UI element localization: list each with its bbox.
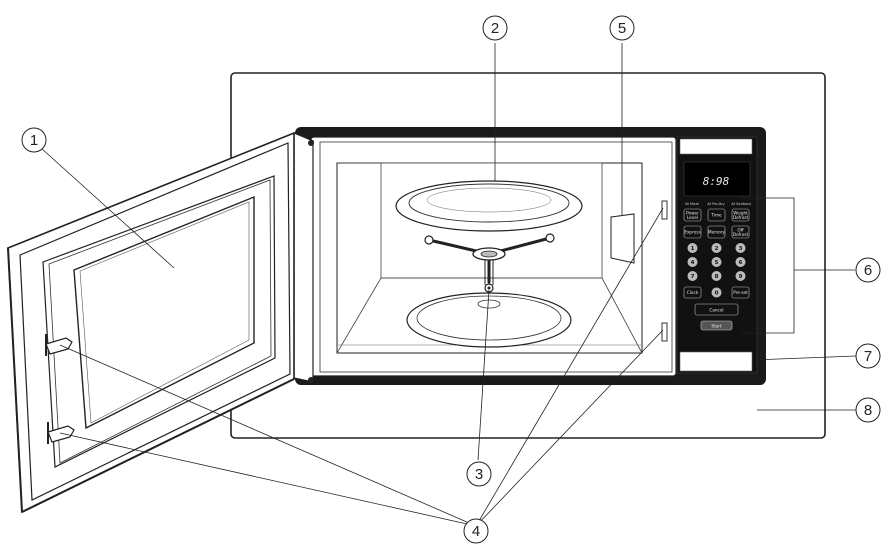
off-defrost-button[interactable]: Off Defrost	[731, 225, 750, 239]
open-door	[6, 131, 315, 514]
svg-text:0: 0	[715, 291, 719, 297]
svg-text:5: 5	[715, 260, 719, 266]
preset-button[interactable]: Pre-set	[731, 286, 750, 299]
leader-lines	[40, 43, 857, 527]
svg-text:9: 9	[739, 274, 743, 280]
callout-3: 3	[466, 461, 492, 487]
svg-text:Power: Power	[686, 211, 699, 216]
svg-text:Memory: Memory	[708, 230, 726, 235]
svg-text:Defrost: Defrost	[733, 215, 749, 220]
callout-6: 6	[855, 257, 881, 283]
svg-text:6: 6	[739, 260, 743, 266]
svg-text:4: 4	[691, 260, 695, 266]
glass-turntable	[395, 180, 583, 232]
svg-text:Pre-set: Pre-set	[733, 290, 748, 295]
svg-text:1: 1	[30, 132, 38, 149]
callout-2: 2	[482, 15, 508, 41]
callout-7: 7	[855, 343, 881, 369]
waveguide-cover	[610, 213, 635, 264]
svg-text:Clock: Clock	[687, 290, 699, 295]
start-button[interactable]: Start	[700, 320, 733, 331]
display-time: 8:98	[703, 175, 730, 188]
key-8[interactable]: 8	[711, 271, 722, 281]
key-9[interactable]: 9	[735, 271, 746, 281]
memory-button[interactable]: Memory	[707, 225, 726, 239]
svg-text:Cancel: Cancel	[709, 308, 723, 313]
mode-label-meat: At Meat	[685, 202, 699, 206]
svg-text:5: 5	[618, 20, 626, 37]
key-7[interactable]: 7	[687, 271, 698, 281]
svg-text:Start: Start	[711, 324, 722, 329]
svg-text:8: 8	[715, 274, 719, 280]
callout-4: 4	[463, 518, 489, 544]
svg-text:3: 3	[739, 246, 743, 252]
key-4[interactable]: 4	[687, 257, 698, 267]
callout-1: 1	[21, 127, 47, 153]
svg-text:3: 3	[475, 466, 483, 483]
svg-text:Time: Time	[710, 213, 722, 218]
svg-text:2: 2	[715, 246, 719, 252]
svg-text:8: 8	[864, 402, 872, 419]
svg-text:2: 2	[491, 20, 499, 37]
mode-label-poultry: At Poultry	[707, 202, 725, 206]
key-6[interactable]: 6	[735, 257, 746, 267]
svg-text:4: 4	[472, 523, 480, 540]
door-latch-lower	[47, 422, 75, 444]
key-5[interactable]: 5	[711, 257, 722, 267]
key-1[interactable]: 1	[687, 243, 698, 253]
svg-text:Off: Off	[737, 228, 743, 233]
svg-text:7: 7	[691, 274, 695, 280]
door-latch-upper	[45, 334, 73, 356]
svg-text:6: 6	[864, 262, 872, 279]
weight-defrost-button[interactable]: Weight Defrost	[731, 208, 750, 222]
clock-button[interactable]: Clock	[683, 286, 702, 299]
mode-label-seafood: At Seafood	[731, 202, 751, 206]
key-3[interactable]: 3	[735, 243, 746, 253]
express-button[interactable]: Express	[683, 225, 702, 239]
svg-text:1: 1	[691, 246, 695, 252]
svg-text:Level: Level	[687, 215, 698, 220]
svg-text:7: 7	[864, 348, 872, 365]
callout-8: 8	[855, 397, 881, 423]
power-level-button[interactable]: Power Level	[683, 208, 702, 222]
key-0[interactable]: 0	[711, 287, 722, 298]
key-2[interactable]: 2	[711, 243, 722, 253]
svg-text:Weight: Weight	[733, 211, 748, 216]
svg-text:Defrost: Defrost	[733, 232, 749, 237]
control-panel: 8:98 At Meat At Poultry At Seafood Power…	[676, 136, 758, 374]
time-button[interactable]: Time	[707, 208, 726, 222]
callout-5: 5	[609, 15, 635, 41]
svg-text:Express: Express	[684, 230, 700, 235]
turntable-support	[406, 292, 572, 348]
door-release-plate	[679, 351, 753, 372]
cancel-button[interactable]: Cancel	[694, 303, 739, 316]
